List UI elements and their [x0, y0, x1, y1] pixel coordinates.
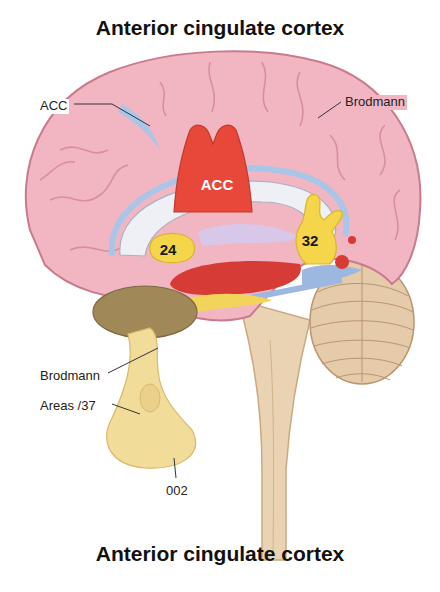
- structure-label: Brodmann: [38, 369, 102, 384]
- lavender-band: [198, 224, 298, 246]
- area-32-region: 32: [286, 192, 344, 266]
- structure-label: Areas /37: [38, 399, 98, 414]
- region-shape: [150, 234, 195, 263]
- region-label: 32: [302, 233, 319, 248]
- region-outline: [172, 122, 254, 214]
- brainstem-line: [270, 340, 274, 555]
- region-shape: [174, 125, 252, 212]
- yellow-structure: [107, 328, 196, 468]
- brainstem: [238, 300, 310, 560]
- leader-line: [74, 104, 150, 126]
- structure-label: Brodmann: [343, 95, 407, 110]
- yellow-knob: [140, 384, 160, 412]
- region-label: 24: [160, 242, 177, 257]
- leader-line: [108, 348, 158, 373]
- leader-lines: [74, 102, 341, 478]
- blue-band: [250, 280, 342, 298]
- title: Anterior cingulate cortex: [0, 16, 440, 40]
- area-24-region: 24: [146, 230, 198, 266]
- region-shape: [296, 195, 342, 264]
- cerebrum: [26, 51, 421, 320]
- region-label: ACC: [201, 177, 234, 192]
- red-dot: [335, 255, 349, 269]
- leader-line: [174, 458, 176, 478]
- caption: Anterior cingulate cortex: [0, 542, 440, 566]
- leader-line: [112, 404, 140, 414]
- acc-region: ACC: [172, 122, 254, 214]
- structure-label: ACC: [38, 99, 69, 114]
- leader-line: [318, 102, 341, 118]
- region-outline: [286, 192, 344, 266]
- callout-number: 002: [164, 484, 190, 499]
- red-dot: [348, 236, 356, 244]
